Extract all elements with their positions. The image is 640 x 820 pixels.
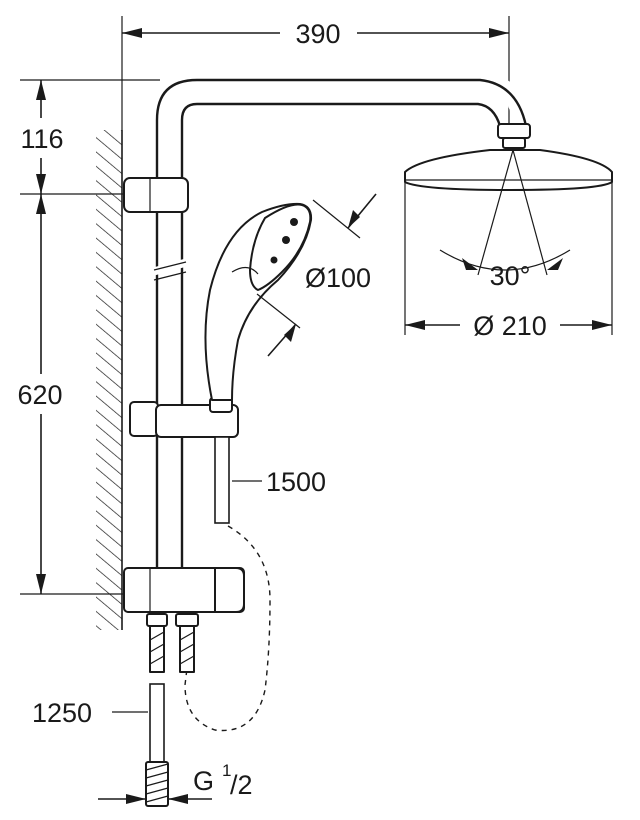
tilt-angle-label: 30° [490, 261, 531, 291]
extension-lines [20, 16, 613, 595]
total-width-label: 390 [295, 19, 340, 49]
wall-hatching [96, 130, 122, 630]
wall [96, 130, 123, 630]
dimension-thread: G 1 /2 [98, 761, 253, 804]
connection-fittings [146, 613, 199, 673]
shower-pipe [148, 71, 529, 609]
thermostat-body [123, 567, 245, 613]
dimension-headshower-diameter: Ø 210 [405, 311, 612, 341]
hose-length-label: 1500 [266, 467, 326, 497]
tilt-angle-annotation: 30° [439, 149, 571, 291]
arm-height-label: 116 [20, 124, 63, 154]
supply-hose: 1250 [32, 683, 169, 807]
thread-denominator-label: /2 [230, 770, 253, 800]
dimension-handshower-diameter: Ø100 [256, 193, 377, 357]
upper-wall-bracket [123, 177, 189, 213]
dimension-rail-height: 620 [17, 194, 63, 594]
thread-g-label: G [193, 766, 214, 796]
rail-height-label: 620 [17, 380, 62, 410]
handshower-diameter-label: Ø100 [305, 263, 371, 293]
shower-hose: 1500 [184, 436, 326, 732]
head-shower [404, 123, 613, 191]
hand-shower-assembly [129, 202, 313, 438]
supply-hose-length-label: 1250 [32, 698, 92, 728]
thread-numerator-label: 1 [222, 761, 231, 780]
dimension-arm-height: 116 [20, 80, 64, 194]
headshower-diameter-label: Ø 210 [473, 311, 547, 341]
dimension-total-width: 390 [122, 19, 509, 49]
